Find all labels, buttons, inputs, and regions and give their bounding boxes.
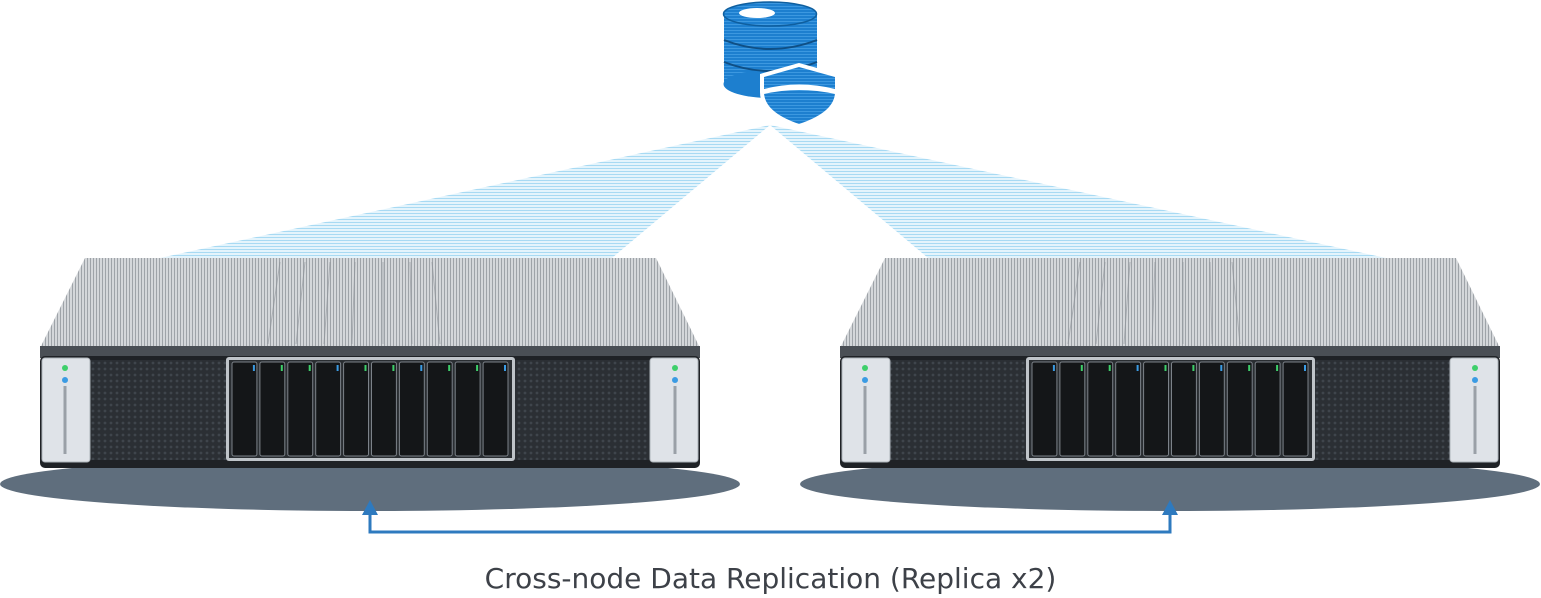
drive-led xyxy=(1080,365,1083,371)
drive-slot xyxy=(1226,361,1253,457)
drive-led xyxy=(1052,365,1055,371)
drive-slots xyxy=(231,361,509,457)
drive-led xyxy=(1220,365,1223,371)
drive-led xyxy=(364,365,367,371)
drive-slot xyxy=(1198,361,1225,457)
arrow-head-left xyxy=(362,500,378,515)
diagram-caption: Cross-node Data Replication (Replica x2) xyxy=(484,562,1057,595)
storage-server-icon xyxy=(0,258,740,511)
drive-slot xyxy=(454,361,481,457)
drive-slot xyxy=(1031,361,1058,457)
drive-slot xyxy=(343,361,370,457)
drive-slot xyxy=(315,361,342,457)
drive-slot xyxy=(398,361,425,457)
drive-led xyxy=(448,365,451,371)
drive-slot xyxy=(371,361,397,457)
drive-slot xyxy=(231,361,258,457)
server-top xyxy=(40,258,700,348)
drive-led xyxy=(308,365,311,371)
drive-slot xyxy=(1115,361,1142,457)
drive-slot xyxy=(482,361,509,457)
server-top-grille xyxy=(1067,261,1241,345)
node-shadow xyxy=(0,457,740,511)
drive-led xyxy=(1304,365,1306,371)
drive-led xyxy=(1276,365,1279,371)
drive-led xyxy=(504,365,506,371)
server-top-grille xyxy=(267,261,441,345)
drive-slot xyxy=(426,361,453,457)
drive-slot xyxy=(1059,361,1086,457)
drive-slot xyxy=(1143,361,1169,457)
drive-led xyxy=(420,365,423,371)
drive-led xyxy=(280,365,283,371)
drive-led xyxy=(1164,365,1167,371)
drive-led xyxy=(1108,365,1111,371)
beam-left xyxy=(160,125,770,258)
drive-led xyxy=(392,365,395,371)
drive-led xyxy=(476,365,479,371)
drive-slot xyxy=(259,361,286,457)
drive-slot xyxy=(1254,361,1281,457)
database-shield-icon xyxy=(722,1,839,128)
storage-server-icon xyxy=(800,258,1540,511)
drive-slot xyxy=(1087,361,1114,457)
node-shadow xyxy=(800,457,1540,511)
server-top xyxy=(840,258,1500,348)
drive-slots xyxy=(1031,361,1309,457)
drive-led xyxy=(336,365,339,371)
beam-right xyxy=(770,125,1386,258)
drive-led xyxy=(1248,365,1251,371)
drive-slot xyxy=(287,361,314,457)
drive-led xyxy=(1136,365,1139,371)
drive-led xyxy=(1192,365,1195,371)
drive-led xyxy=(252,365,255,371)
replication-arrow xyxy=(362,500,1178,534)
drive-slot xyxy=(1171,361,1197,457)
drive-slot xyxy=(1282,361,1309,457)
arrow-head-right xyxy=(1162,500,1178,515)
